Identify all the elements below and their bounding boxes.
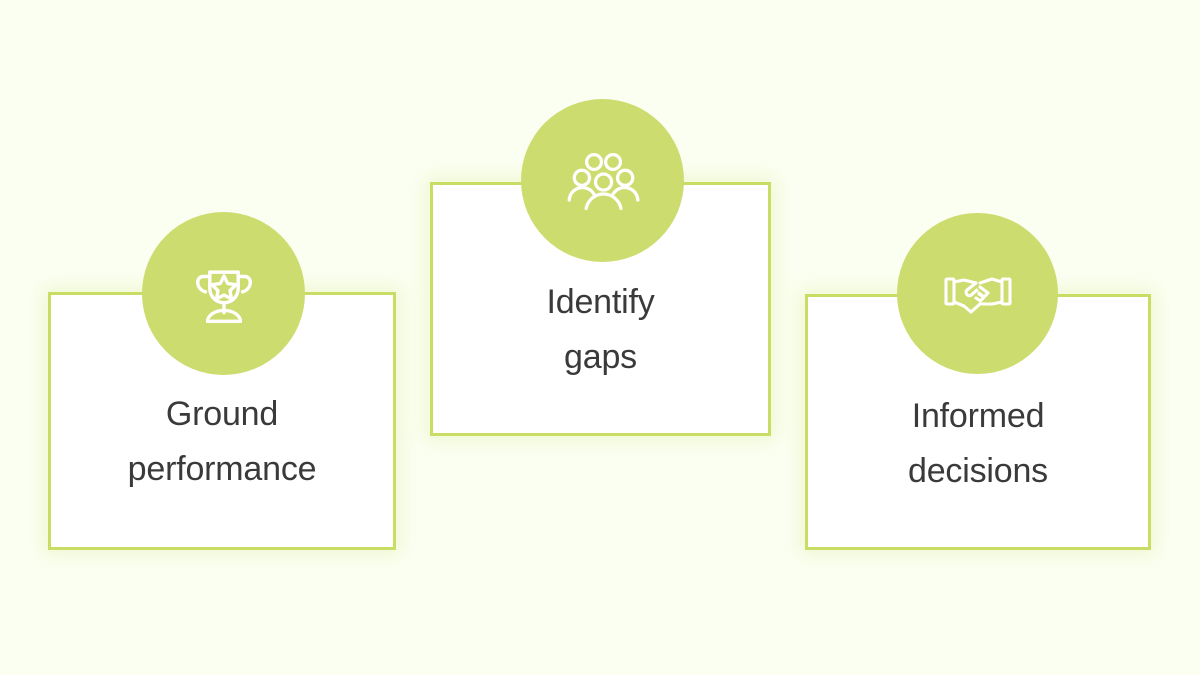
trophy-icon-badge <box>142 212 305 375</box>
people-group-icon <box>565 146 641 216</box>
card-label-informed-decisions: Informed decisions <box>908 397 1048 490</box>
card-label-ground-performance: Ground performance <box>127 395 317 488</box>
card-label-identify-gaps: Identify gaps <box>546 283 655 376</box>
handshake-icon <box>942 266 1014 322</box>
people-group-icon-badge <box>521 99 684 262</box>
trophy-icon <box>189 259 259 329</box>
handshake-icon-badge <box>897 213 1058 374</box>
